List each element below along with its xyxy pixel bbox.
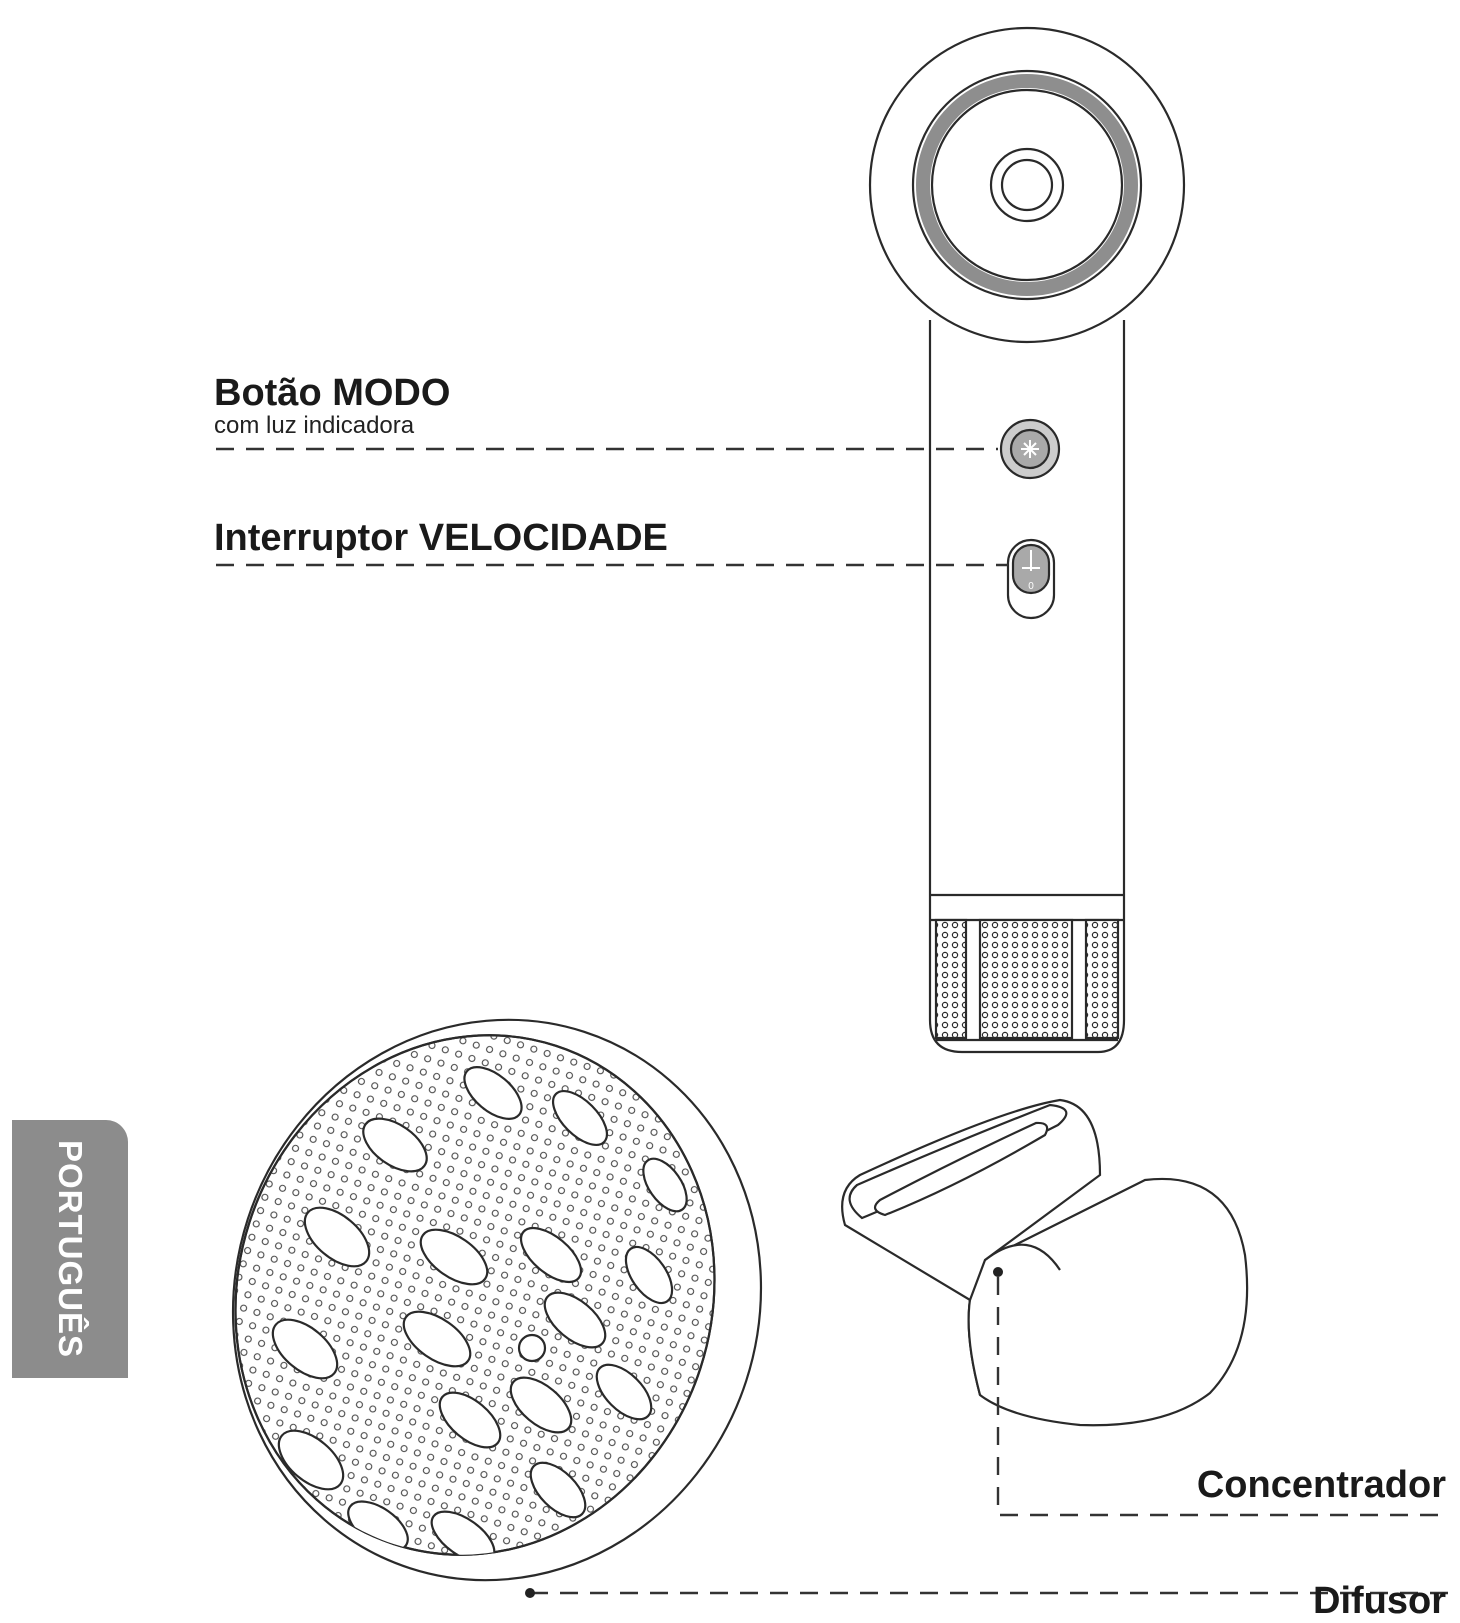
mode-button-label: Botão MODO (214, 372, 451, 414)
concentrator-drawing (841, 1098, 1249, 1427)
language-tab-label: PORTUGUÊS (52, 1139, 89, 1359)
concentrator-label: Concentrador (1196, 1464, 1446, 1506)
hair-dryer-drawing: 0 (868, 26, 1186, 1054)
speed-switch-label: Interruptor VELOCIDADE (214, 517, 668, 559)
language-tab: PORTUGUÊS (12, 1120, 128, 1378)
diffuser-label: Difusor (1313, 1580, 1446, 1622)
mode-button-sublabel: com luz indicadora (214, 412, 415, 439)
diffuser-drawing (231, 1018, 763, 1582)
svg-text:0: 0 (1028, 581, 1034, 592)
leader-lines (216, 447, 1448, 1595)
